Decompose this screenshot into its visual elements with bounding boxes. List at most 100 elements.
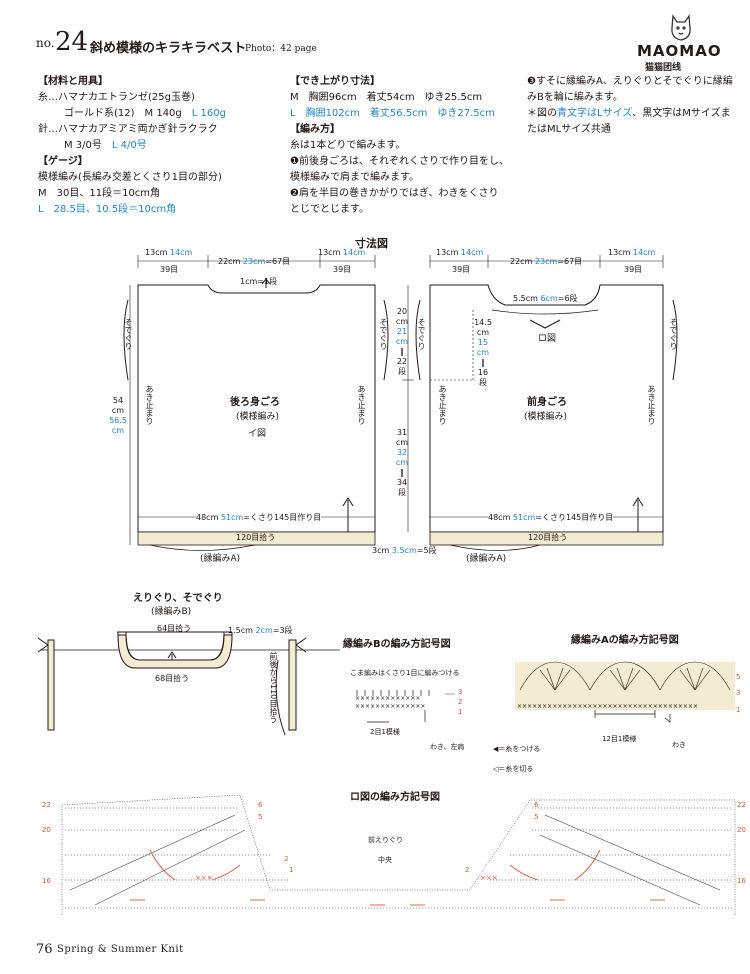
method-step1-cont: 模様編みで肩まで編みます。 [290,172,419,183]
note-prefix: ＊図の [527,108,557,119]
front-body-title: 前身ごろ [527,397,567,408]
back-armhole-left: そでぐり [124,318,133,350]
chart-a-symbols: ×××××××××××××××××××××××××××××××××××× [515,661,735,723]
ah-22: 22 [396,357,408,366]
maomao-logo: MAOMAO 猫猫团线 [633,10,721,73]
depth-cm: cm [476,328,490,337]
front-slit-left: あき止まり [438,385,447,425]
dim-13c: 13cm [436,248,459,257]
materials-section: 【材料と用具】 糸…ハマナカエトランゼ(25g玉巻) ゴールド系(12) M 1… [38,74,226,218]
depth-dan: 段 [479,378,487,387]
gauge-m: M 30目、11段＝10cm角 [38,188,161,199]
note-blue: 青文字はLサイズ [557,108,633,119]
depth-145: 14.5 [474,318,492,327]
photo-reference: Photo：42 page [245,44,317,54]
ro-row5-left: 5 [258,813,263,821]
chart-a-row3: 3 [736,689,741,697]
overall-height: 54 cm 56.5 cm [108,396,128,436]
method-heading: 【編み方】 [290,124,340,135]
back-shoulder-left-dim: 13cm 14cm [145,248,192,257]
front-slit-right: あき止まり [647,385,656,425]
front-pickup-count: 120目拾う [528,533,568,542]
b-48: 48cm [196,513,219,522]
front-neckline-label: 前えりぐり [368,836,403,844]
finished-size-heading: 【でき上がり寸法】 [290,76,380,87]
note-mid: 、黒文字はMサイズま [632,108,731,119]
edge-b-subheading: (縁編みB) [151,607,192,617]
svg-text:×××: ××× [195,874,213,882]
ro-row5-right: 5 [534,813,539,821]
dim-23b: 23cm [534,257,558,266]
size-diagram-heading: 寸法図 [355,237,388,250]
front-shoulder-right-dim: 13cm 14cm [608,248,655,257]
depth-cm-l: cm [476,348,490,357]
yarn-amount-m: ゴールド系(12) M 140g [64,108,182,119]
chart-a-repeat: 12目1模様 [602,735,637,743]
front-edging-label: (縁編みA) [466,554,507,564]
dim-13: 13cm [145,248,168,257]
ro-row22-left: 22 [42,801,51,809]
edge-b-heading: えりぐり、そでぐり [133,593,223,604]
h-54: 54 [112,396,124,405]
h-565: 56.5 [109,416,127,425]
dim-13d: 13cm [608,248,631,257]
neck-rows: =6段 [557,294,578,303]
gauge-heading: 【ゲージ】 [38,156,88,167]
ro-row1-left: 1 [289,866,294,874]
dim-22b: 22cm [510,257,533,266]
dim-14c: 14cm [460,248,484,257]
gauge-l: L 28.5目、10.5段＝10cm角 [38,204,177,215]
ro-row22-right: 22 [737,801,746,809]
ah-cm: cm [395,317,409,326]
ro-row6-left: 6 [258,801,263,809]
back-shoulder-right-dim: 13cm 14cm [318,248,365,257]
chart-b-row1: 1 [458,708,463,716]
back-shoulder-left-sts: 39目 [160,265,179,274]
svg-text:×××: ××× [480,874,498,882]
chart-b-repeat: 2目1模様 [370,728,400,736]
chart-a-heading: 縁編みAの編み方記号図 [571,635,679,646]
chart-b-heading: 縁編みBの編み方記号図 [343,639,451,650]
book-title: Spring & Summer Knit [57,944,184,955]
front-shoulder-left-sts: 39目 [452,265,471,274]
edge-b-depth: 1.5cm 2cm=3段 [228,625,293,636]
edge-b-top-pickup: 64目拾う [157,624,192,633]
method-step2: ❷肩を半目の巻きかがりではぎ、わきをくさり [290,188,499,199]
ah-eq: ‖ [400,347,404,356]
back-slit-left: あき止まり [145,385,154,425]
edge-b-side-pickup: 前後から110目拾う [269,652,278,724]
front-body-subtitle: (模様編み) [524,412,568,422]
hem-35: 3.5cm [391,546,417,555]
svg-text:×××××××××××××: ××××××××××××× [355,695,420,702]
back-pickup-count: 120目拾う [236,533,276,542]
side-height: 31 cm 32 cm ‖ 34 段 [395,428,409,498]
ro-row16-left: 16 [42,877,51,885]
depth-15: 15 [477,338,489,347]
ro-row20-right: 20 [737,826,746,834]
back-body-outline [137,284,376,533]
page-number: 76 [36,942,53,957]
back-chain-count: 48cm 51cm=くさり145目作り目 [196,512,322,523]
finished-size-m: M 胸囲96cm 着丈54cm ゆき25.5cm [290,92,483,103]
dim-22: 22cm [218,257,241,266]
chart-a-row5: 5 [736,673,741,681]
size-note: ＊図の青文字はLサイズ、黒文字はMサイズま [527,106,733,122]
ah-dan: 段 [398,367,406,376]
method-step2-cont: とじでとじます。 [290,204,369,215]
yarn-amount-line: ゴールド系(12) M 140g L 160g [38,106,226,122]
front-neck-dim: 22cm 23cm=67目 [510,256,582,267]
logo-subtitle: 猫猫团线 [645,63,682,73]
legend-attach-text: ＝糸をつける [498,745,541,753]
back-hem-band [137,531,376,546]
ro-row6-right: 6 [534,801,539,809]
sh-dan: 段 [398,488,406,497]
front-armhole-right: そでぐり [669,318,678,350]
chart-a-row1: 1 [736,706,741,714]
back-body-subtitle: (模様編み) [236,412,280,422]
back-edging-label: (縁編みA) [200,554,241,564]
ro-row20-left: 20 [42,826,51,834]
eb-15: 1.5cm [228,626,253,635]
needle-size-m: M 3/0号 [64,140,102,151]
eb-2: 2cm [255,626,273,635]
back-body-ref: イ図 [248,429,267,439]
